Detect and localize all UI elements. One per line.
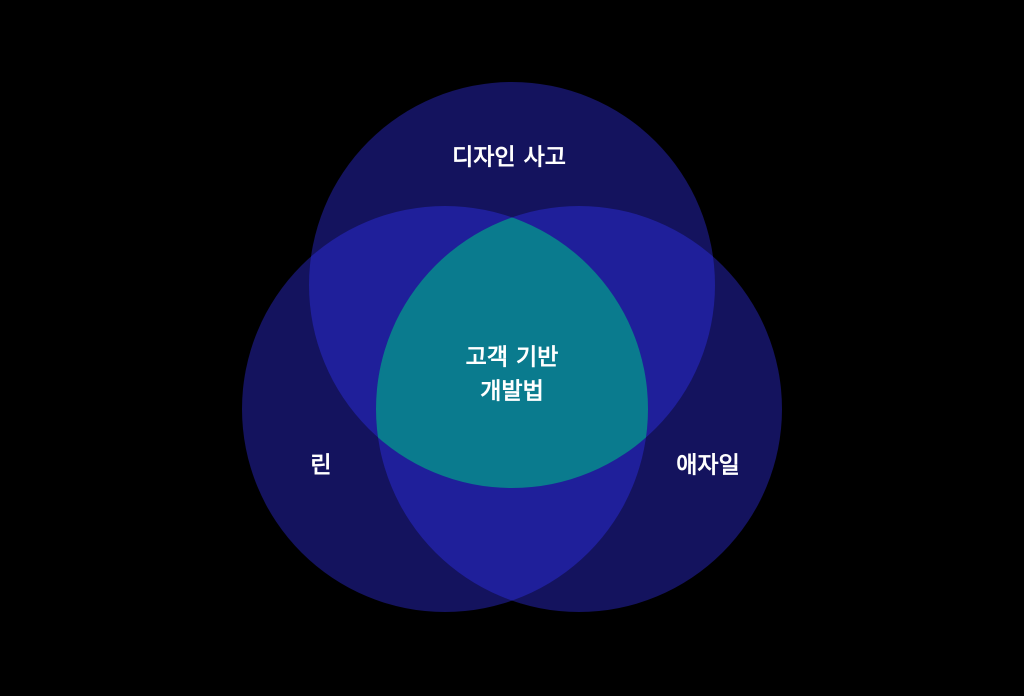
label-center-line2: 개발법	[480, 379, 543, 405]
label-agile: 애자일	[676, 453, 739, 479]
label-lean: 린	[310, 453, 331, 479]
overlap-center	[376, 206, 648, 488]
label-design-thinking: 디자인 사고	[452, 145, 566, 171]
label-center-line1: 고객 기반	[466, 345, 559, 371]
